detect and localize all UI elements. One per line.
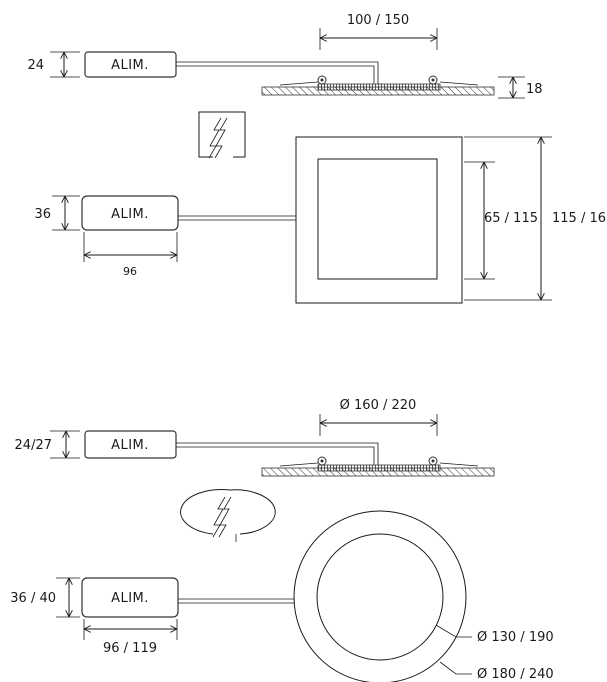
square-cross-section: 18 xyxy=(261,75,543,99)
square-driver-side-label: ALIM. xyxy=(111,58,149,73)
round-driver-side-height: 24/27 xyxy=(15,438,52,453)
square-driver-side: ALIM. 24 xyxy=(27,51,379,84)
round-cross-section xyxy=(261,456,495,477)
round-driver-front-height: 36 / 40 xyxy=(10,591,56,606)
square-cut-icon xyxy=(198,111,246,159)
round-driver-front-label: ALIM. xyxy=(111,591,149,606)
round-version: Ø 160 / 220 ALIM. 24/27 xyxy=(10,398,554,682)
round-cutout-dimension: Ø 160 / 220 xyxy=(319,398,438,436)
square-driver-front-height: 36 xyxy=(34,207,51,222)
round-driver-side-label: ALIM. xyxy=(111,438,149,453)
square-flange-height: 18 xyxy=(526,82,543,97)
round-driver-front: ALIM. 36 / 40 96 / 119 xyxy=(10,577,294,656)
square-luminaire: 65 / 115 115 / 165 xyxy=(295,136,607,304)
square-cutout-dimension: 100 / 150 xyxy=(319,13,438,50)
square-driver-side-height: 24 xyxy=(27,58,44,73)
round-driver-length: 96 / 119 xyxy=(103,641,157,656)
round-driver-side: ALIM. 24/27 xyxy=(15,430,379,465)
square-driver-front-label: ALIM. xyxy=(111,207,149,222)
round-luminaire: Ø 130 / 190 Ø 180 / 240 xyxy=(293,510,554,682)
square-version: 100 / 150 ALIM. 24 18 xyxy=(27,13,607,304)
round-cut-icon xyxy=(180,489,276,542)
square-cutout-label: 100 / 150 xyxy=(347,13,409,28)
square-inner-size: 65 / 115 xyxy=(484,211,538,226)
round-outer-diameter: Ø 180 / 240 xyxy=(477,667,554,682)
square-driver-front: ALIM. 36 96 xyxy=(34,195,296,278)
square-outer-size: 115 / 165 xyxy=(552,211,607,226)
square-driver-length: 96 xyxy=(123,265,137,278)
round-cutout-label: Ø 160 / 220 xyxy=(340,398,417,413)
round-inner-diameter: Ø 130 / 190 xyxy=(477,630,554,645)
